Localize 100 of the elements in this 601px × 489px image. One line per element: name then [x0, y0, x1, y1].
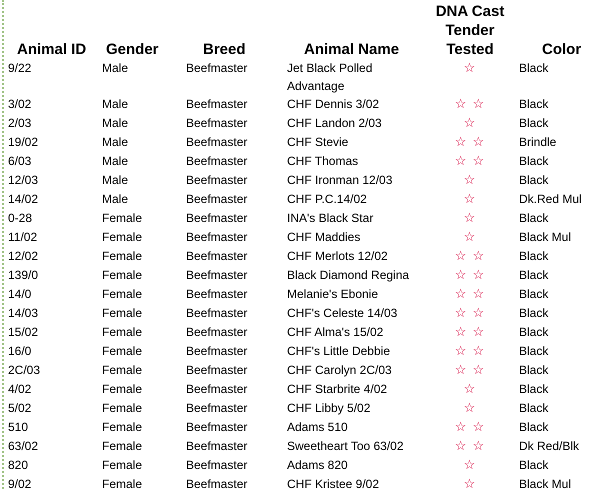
- color-text: Black: [519, 343, 548, 360]
- gender-text: Male: [102, 96, 128, 113]
- breed-text: Beefmaster: [186, 286, 248, 303]
- animal-name: Black Diamond Regina: [287, 267, 410, 284]
- animal-name: Adams 510: [287, 419, 348, 436]
- animal-name: Adams 820: [287, 457, 348, 474]
- color-text: Black: [519, 457, 548, 474]
- animal-id: 12/03: [8, 172, 38, 189]
- breed-text: Beefmaster: [186, 229, 248, 246]
- animal-name: CHF Thomas: [287, 153, 358, 170]
- animal-id: 4/02: [8, 381, 32, 398]
- breed-text: Beefmaster: [186, 476, 248, 489]
- column-header: DNA Cast Tender Tested: [436, 3, 504, 58]
- breed-text: Beefmaster: [186, 191, 248, 208]
- gender-text: Female: [102, 362, 142, 379]
- breed-text: Beefmaster: [186, 362, 248, 379]
- star-rating: ☆: [464, 381, 476, 399]
- breed-text: Beefmaster: [186, 115, 248, 132]
- star-rating: ☆: [464, 476, 476, 489]
- breed-text: Beefmaster: [186, 400, 248, 417]
- breed-text: Beefmaster: [186, 172, 248, 189]
- star-rating: ☆ ☆: [454, 153, 486, 171]
- breed-text: Beefmaster: [186, 457, 248, 474]
- gender-text: Female: [102, 419, 142, 436]
- gender-text: Female: [102, 305, 142, 322]
- animal-id: 6/03: [8, 153, 32, 170]
- star-rating: ☆ ☆: [454, 324, 486, 342]
- gender-text: Female: [102, 457, 142, 474]
- animal-name: CHF Stevie: [287, 134, 348, 151]
- animal-id: 9/02: [8, 476, 32, 489]
- star-rating: ☆: [464, 229, 476, 247]
- breed-text: Beefmaster: [186, 248, 248, 265]
- animal-id: 12/02: [8, 248, 38, 265]
- color-text: Black: [519, 381, 548, 398]
- animal-name: CHF Maddies: [287, 229, 360, 246]
- star-rating: ☆ ☆: [454, 438, 486, 456]
- animal-id: 3/02: [8, 96, 32, 113]
- animal-id: 11/02: [8, 229, 38, 246]
- animal-id: 510: [8, 419, 28, 436]
- star-rating: ☆: [464, 400, 476, 418]
- breed-text: Beefmaster: [186, 324, 248, 341]
- animal-name: Melanie's Ebonie: [287, 286, 378, 303]
- column-header: Gender: [106, 41, 159, 58]
- color-text: Black: [519, 96, 548, 113]
- color-text: Black Mul: [519, 229, 572, 246]
- color-text: Black: [519, 172, 548, 189]
- color-text: Black: [519, 115, 548, 132]
- gender-text: Female: [102, 324, 142, 341]
- animal-name: CHF Alma's 15/02: [287, 324, 384, 341]
- color-text: Black: [519, 153, 548, 170]
- color-text: Black: [519, 248, 548, 265]
- gender-text: Male: [102, 172, 128, 189]
- animal-name: CHF Libby 5/02: [287, 400, 370, 417]
- column-header: Animal ID: [17, 41, 86, 58]
- color-text: Brindle: [519, 134, 556, 151]
- breed-text: Beefmaster: [186, 438, 248, 455]
- star-rating: ☆: [464, 457, 476, 475]
- animal-id: 820: [8, 457, 28, 474]
- gender-text: Male: [102, 153, 128, 170]
- gender-text: Female: [102, 267, 142, 284]
- star-rating: ☆: [464, 60, 476, 78]
- star-rating: ☆: [464, 210, 476, 228]
- animal-name: CHF Carolyn 2C/03: [287, 362, 392, 379]
- animal-id: 2C/03: [8, 362, 40, 379]
- color-text: Black: [519, 286, 548, 303]
- animal-name: Jet Black Polled Advantage: [287, 60, 374, 95]
- animal-name: CHF Starbrite 4/02: [287, 381, 388, 398]
- animal-name: CHF Dennis 3/02: [287, 96, 380, 113]
- gender-text: Female: [102, 286, 142, 303]
- color-text: Black: [519, 210, 548, 227]
- animal-id: 19/02: [8, 134, 38, 151]
- star-rating: ☆: [464, 115, 476, 133]
- breed-text: Beefmaster: [186, 60, 248, 77]
- gender-text: Female: [102, 381, 142, 398]
- gender-text: Female: [102, 210, 142, 227]
- breed-text: Beefmaster: [186, 343, 248, 360]
- color-text: Black: [519, 267, 548, 284]
- breed-text: Beefmaster: [186, 381, 248, 398]
- color-text: Black: [519, 400, 548, 417]
- animal-id: 2/03: [8, 115, 32, 132]
- star-rating: ☆ ☆: [454, 267, 486, 285]
- breed-text: Beefmaster: [186, 267, 248, 284]
- animal-id: 15/02: [8, 324, 38, 341]
- animal-name: CHF's Celeste 14/03: [287, 305, 398, 322]
- star-rating: ☆: [464, 191, 476, 209]
- animal-name: CHF Landon 2/03: [287, 115, 382, 132]
- animal-id: 63/02: [8, 438, 38, 455]
- column-header: Animal Name: [304, 41, 400, 58]
- star-rating: ☆ ☆: [454, 362, 486, 380]
- color-text: Black Mul: [519, 476, 572, 489]
- breed-text: Beefmaster: [186, 419, 248, 436]
- gender-text: Female: [102, 248, 142, 265]
- animal-id: 14/03: [8, 305, 38, 322]
- animal-id: 16/0: [8, 343, 32, 360]
- gender-text: Female: [102, 400, 142, 417]
- animal-id: 0-28: [8, 210, 32, 227]
- animal-id: 9/22: [8, 60, 32, 77]
- color-text: Dk.Red Mul: [519, 191, 582, 208]
- animal-id: 139/0: [8, 267, 38, 284]
- animal-name: CHF Merlots 12/02: [287, 248, 388, 265]
